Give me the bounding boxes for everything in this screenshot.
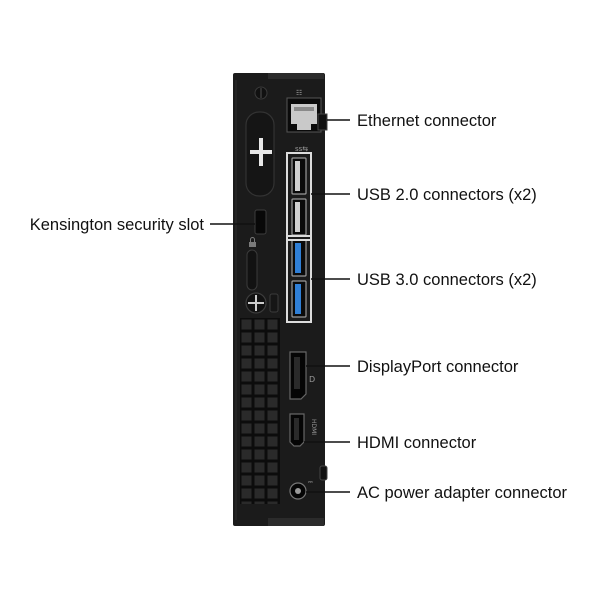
displayport-label: DisplayPort connector bbox=[357, 358, 519, 376]
cover-release-tab bbox=[269, 293, 279, 313]
svg-text:D: D bbox=[309, 375, 315, 384]
svg-text:⎓: ⎓ bbox=[308, 479, 313, 486]
ac-power-label: AC power adapter connector bbox=[357, 484, 568, 502]
thumbscrew-icon bbox=[245, 292, 267, 314]
expansion-slot-cover bbox=[245, 111, 275, 197]
mini-pc-rear-panel: ☷ ss⇆ D HDMI bbox=[233, 73, 328, 526]
svg-text:ss⇆: ss⇆ bbox=[295, 145, 308, 153]
ethernet-label: Ethernet connector bbox=[357, 112, 497, 130]
ethernet-port-icon: ☷ bbox=[286, 89, 328, 133]
padlock-loop bbox=[246, 249, 258, 291]
hdmi-port-icon: HDMI bbox=[289, 413, 317, 447]
top-screw-icon bbox=[254, 86, 268, 100]
kensington-label: Kensington security slot bbox=[30, 216, 205, 234]
usb2-port-icon: ss⇆ bbox=[291, 145, 308, 236]
kensington-slot bbox=[254, 209, 267, 235]
chassis-bottom-lip bbox=[268, 518, 324, 526]
svg-text:HDMI: HDMI bbox=[310, 419, 317, 435]
ventilation-grid bbox=[240, 318, 280, 504]
svg-text:☷: ☷ bbox=[296, 89, 302, 97]
ac-power-port-icon: ⎓ bbox=[289, 465, 328, 500]
lock-icon bbox=[249, 237, 256, 247]
usb3-label: USB 3.0 connectors (x2) bbox=[357, 271, 537, 289]
chassis-top-lip bbox=[268, 73, 324, 79]
usb2-label: USB 2.0 connectors (x2) bbox=[357, 186, 537, 204]
usb2-highlight-box bbox=[286, 152, 312, 241]
displayport-icon: D bbox=[289, 351, 315, 400]
hdmi-label: HDMI connector bbox=[357, 434, 477, 452]
